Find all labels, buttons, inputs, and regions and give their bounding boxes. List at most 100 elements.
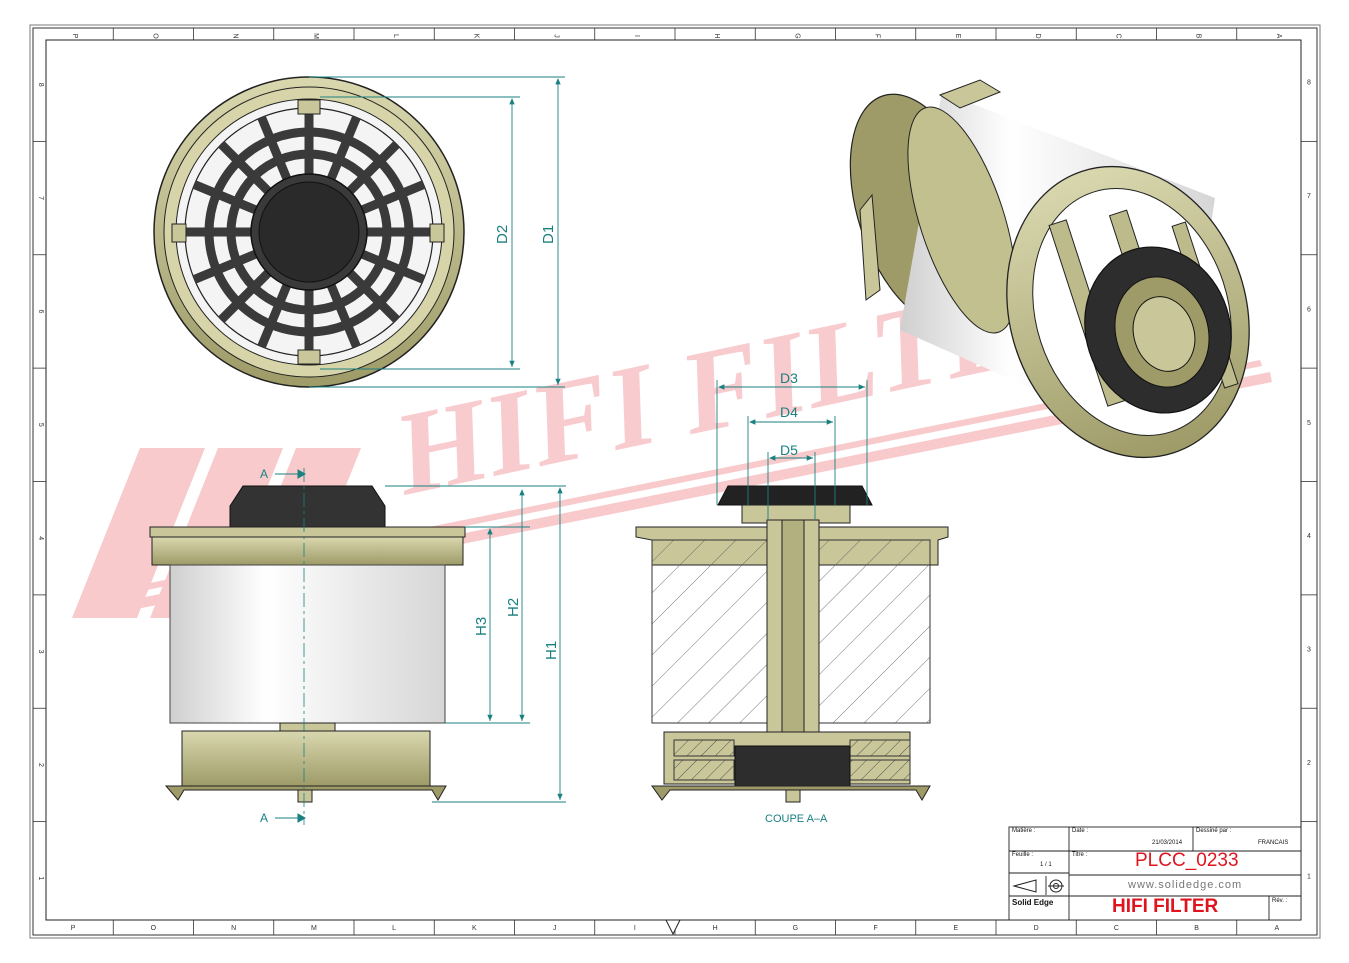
- cage-rib: [218, 269, 272, 323]
- zone-label-bottom: L: [392, 925, 396, 932]
- feuille-value: 1 / 1: [1040, 862, 1052, 868]
- zone-label-top: H: [713, 33, 720, 38]
- zone-label-bottom: G: [793, 925, 798, 932]
- cage-ring: [226, 149, 392, 315]
- centering-mark-icon: [665, 919, 681, 936]
- zone-label-left: 7: [37, 196, 44, 200]
- zone-label-left: 3: [37, 650, 44, 654]
- zone-label-top: C: [1114, 33, 1121, 38]
- dimension-d1-d2: [309, 76, 565, 388]
- feuille-label: Feuille :: [1012, 852, 1034, 858]
- zone-label-right: 5: [1307, 420, 1311, 427]
- zone-label-top: P: [71, 34, 78, 39]
- zone-label-bottom: J: [553, 925, 557, 932]
- dimension-d3-label: D3: [780, 370, 798, 386]
- section-arrows: [275, 469, 307, 823]
- section-mark-bottom: A: [260, 811, 268, 825]
- zone-label-right: 1: [1307, 873, 1311, 880]
- company-name: HIFI FILTER: [1112, 896, 1219, 917]
- dimension-h3-label: H3: [473, 617, 490, 636]
- titre-label: Titre :: [1072, 852, 1088, 858]
- zone-label-bottom: B: [1194, 925, 1199, 932]
- matiere-label: Matière :: [1012, 828, 1036, 834]
- cage-rib: [257, 115, 291, 181]
- zone-label-right: 6: [1307, 306, 1311, 313]
- zone-label-bottom: F: [873, 925, 877, 932]
- zone-label-left: 2: [37, 763, 44, 767]
- zone-label-top: I: [633, 35, 640, 37]
- cage-rib: [360, 250, 426, 284]
- cage-rib: [192, 250, 258, 284]
- software-name: Solid Edge: [1012, 898, 1054, 907]
- zone-label-top: N: [232, 33, 239, 38]
- date-value: 21/03/2014: [1152, 840, 1183, 846]
- date-label: Date :: [1072, 828, 1089, 834]
- cage-rib: [192, 180, 258, 214]
- zone-label-top: B: [1195, 34, 1202, 39]
- zone-label-left: 4: [37, 536, 44, 540]
- cage-rib: [218, 141, 272, 195]
- zone-label-top: E: [954, 34, 961, 39]
- zone-label-left: 1: [37, 876, 44, 880]
- zone-label-left: 8: [37, 83, 44, 87]
- title-block-frame: [1008, 826, 1302, 921]
- dimension-h2-label: H2: [505, 598, 522, 617]
- zone-label-top: L: [392, 34, 399, 38]
- zone-label-top: F: [874, 34, 881, 38]
- rev-label: Rév. :: [1272, 898, 1288, 904]
- zone-label-right: 2: [1307, 760, 1311, 767]
- dimension-d4-label: D4: [780, 404, 798, 420]
- zone-label-top: K: [472, 34, 479, 39]
- cage-rib: [360, 180, 426, 214]
- cage-rib: [346, 269, 400, 323]
- top-view: [153, 76, 465, 388]
- part-number: PLCC_0233: [1135, 850, 1239, 871]
- zone-label-bottom: O: [151, 925, 157, 932]
- zone-label-right: 8: [1307, 80, 1311, 87]
- zone-label-bottom: E: [954, 925, 959, 932]
- zone-label-top: M: [312, 33, 319, 39]
- dimension-d5-label: D5: [780, 442, 798, 458]
- zone-label-right: 4: [1307, 533, 1311, 540]
- cage-ring: [204, 127, 414, 337]
- zone-label-bottom: A: [1275, 925, 1280, 932]
- dimension-d2-label: D2: [494, 225, 511, 244]
- dimension-heights: [385, 485, 566, 803]
- dimension-h1-label: H1: [543, 641, 560, 660]
- border-zone-ticks: [33, 28, 1317, 935]
- zone-label-bottom: N: [231, 925, 236, 932]
- cage-rib: [257, 283, 291, 349]
- border-zone-labels: P O N M L K J I H G F E D C B A P O N M L K J I H G F E D C B A 8 8 7 7 6 6 5 5…: [37, 33, 1311, 932]
- dimension-diameters: [716, 380, 868, 520]
- zone-label-bottom: I: [634, 925, 636, 932]
- zone-label-bottom: M: [311, 925, 317, 932]
- website: www.solidedge.com: [1128, 879, 1243, 891]
- section-view: [635, 485, 949, 803]
- isometric-view: [849, 79, 1250, 459]
- dessine-label: Dessiné par :: [1196, 828, 1232, 834]
- cage-rib: [327, 115, 361, 181]
- zone-label-bottom: D: [1034, 925, 1039, 932]
- zone-label-left: 6: [37, 309, 44, 313]
- zone-label-top: G: [793, 33, 800, 38]
- zone-label-top: O: [151, 33, 158, 39]
- projection-symbol-icon: [1012, 879, 1064, 893]
- cage-rib: [327, 283, 361, 349]
- zone-label-bottom: K: [472, 925, 477, 932]
- zone-label-left: 5: [37, 423, 44, 427]
- section-mark-top: A: [260, 467, 268, 481]
- zone-label-bottom: P: [71, 925, 76, 932]
- zone-label-right: 3: [1307, 647, 1311, 654]
- zone-label-top: D: [1034, 33, 1041, 38]
- zone-label-top: J: [553, 34, 560, 38]
- zone-label-bottom: C: [1114, 925, 1119, 932]
- dimension-d1-label: D1: [540, 225, 557, 244]
- zone-label-top: A: [1275, 34, 1282, 39]
- cage-rib: [346, 141, 400, 195]
- zone-label-bottom: H: [713, 925, 718, 932]
- front-view: [149, 468, 466, 825]
- section-caption: COUPE A–A: [765, 813, 828, 825]
- dessine-value: FRANCAIS: [1258, 840, 1289, 846]
- zone-label-right: 7: [1307, 193, 1311, 200]
